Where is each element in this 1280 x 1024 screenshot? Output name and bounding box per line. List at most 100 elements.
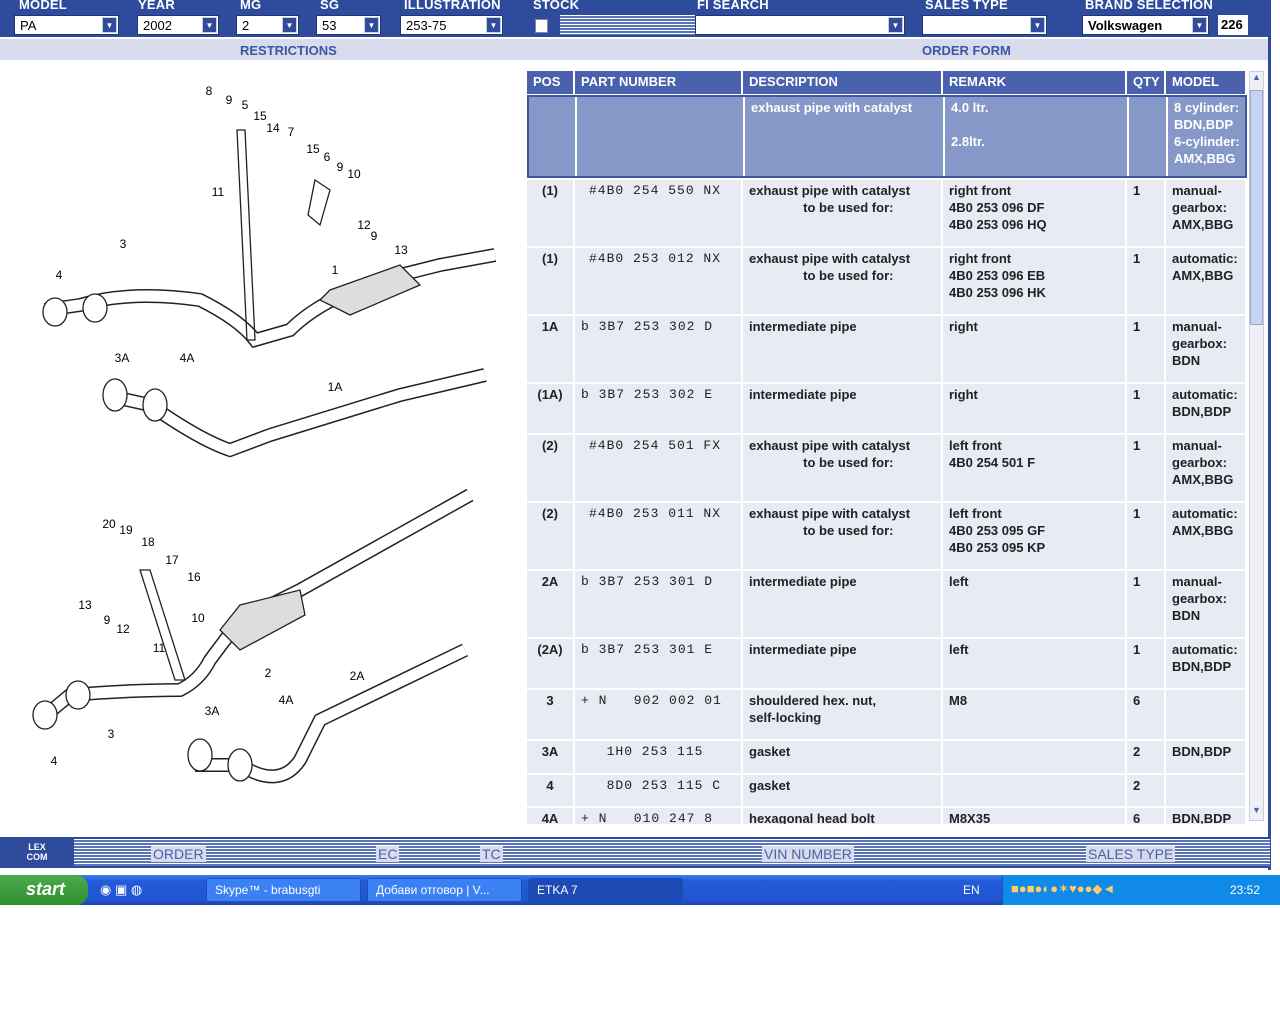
cell-desc: intermediate pipe: [743, 316, 943, 382]
vin-number-button[interactable]: VIN NUMBER: [762, 846, 854, 862]
chevron-down-icon[interactable]: ▼: [282, 17, 297, 33]
chevron-down-icon[interactable]: ▼: [1192, 17, 1207, 33]
year-select[interactable]: 2002▼: [137, 15, 219, 35]
callout-label: 3: [108, 727, 115, 741]
cell-part: b 3B7 253 302 D: [575, 316, 743, 382]
callout-label: 15: [253, 109, 267, 123]
cell-part: #4B0 253 012 NX: [575, 248, 743, 314]
column-header[interactable]: QTY: [1127, 71, 1164, 94]
cell-pos: 4A: [527, 808, 575, 824]
brand-value: Volkswagen: [1088, 18, 1163, 33]
stock-label: STOCK: [533, 0, 580, 12]
tc-button[interactable]: TC: [480, 846, 503, 862]
scroll-down-icon[interactable]: ▼: [1252, 805, 1261, 815]
quicklaunch-icons[interactable]: ◉ ▣ ◍: [100, 882, 143, 897]
cell-remark: [943, 741, 1127, 773]
cell-qty: 2: [1127, 741, 1166, 773]
chevron-down-icon[interactable]: ▼: [888, 17, 903, 33]
cell-pos: (1A): [527, 384, 575, 433]
cell-qty: 1: [1127, 180, 1166, 246]
cell-model: manual- gearbox: AMX,BBG: [1166, 180, 1247, 246]
illustration-select[interactable]: 253-75▼: [400, 15, 503, 35]
column-header[interactable]: REMARK: [943, 71, 1125, 94]
cell-model: manual- gearbox: AMX,BBG: [1166, 435, 1247, 501]
callout-label: 7: [288, 125, 295, 139]
cell-pos: (2): [527, 435, 575, 501]
cell-desc: gasket: [743, 775, 943, 806]
scroll-up-icon[interactable]: ▲: [1252, 72, 1261, 82]
sales-type-button[interactable]: SALES TYPE: [1086, 846, 1176, 862]
cell-qty: 2: [1127, 775, 1166, 806]
task-etka[interactable]: ETKA 7: [528, 878, 683, 902]
callout-label: 6: [324, 150, 331, 164]
callout-label: 10: [347, 167, 361, 181]
stock-checkbox[interactable]: [535, 19, 548, 33]
callout-label: 9: [226, 93, 233, 107]
model-value: PA: [20, 18, 37, 33]
cell-model: [1166, 690, 1247, 739]
start-button[interactable]: start: [0, 875, 88, 905]
order-form-tab[interactable]: ORDER FORM: [922, 43, 1011, 58]
cell-remark: M8: [943, 690, 1127, 739]
cell-part: b 3B7 253 302 E: [575, 384, 743, 433]
callout-label: 1A: [328, 380, 343, 394]
restrictions-tab[interactable]: RESTRICTIONS: [240, 43, 337, 58]
scroll-thumb[interactable]: [1250, 90, 1263, 325]
callout-label: 13: [394, 243, 408, 257]
table-scrollbar[interactable]: ▲ ▼: [1249, 71, 1264, 821]
ec-button[interactable]: EC: [376, 846, 400, 862]
cell-model: [1166, 775, 1247, 806]
fi-search-label: FI SEARCH: [697, 0, 769, 12]
cell-desc: gasket: [743, 741, 943, 773]
model-select[interactable]: PA ▼: [14, 15, 119, 35]
chevron-down-icon[interactable]: ▼: [1030, 17, 1045, 33]
column-header[interactable]: PART NUMBER: [575, 71, 741, 94]
language-indicator[interactable]: EN: [963, 883, 980, 897]
tray-icons[interactable]: ■●■●◐●✶♥●●◆◄: [1011, 881, 1116, 896]
column-header[interactable]: POS: [527, 71, 573, 94]
fi-search-select[interactable]: ▼: [695, 15, 905, 35]
cell-pos: 4: [527, 775, 575, 806]
cell-desc: exhaust pipe with catalyst: [745, 97, 945, 176]
sales-type-select[interactable]: ▼: [922, 15, 1047, 35]
task-skype[interactable]: Skype™ - brabusgti: [206, 878, 361, 902]
cell-part: + N 902 002 01: [575, 690, 743, 739]
cell-qty: [1129, 97, 1168, 176]
brand-select[interactable]: Volkswagen ▼: [1082, 15, 1209, 35]
column-header[interactable]: MODEL: [1166, 71, 1245, 94]
model-label: MODEL: [19, 0, 67, 12]
column-header[interactable]: DESCRIPTION: [743, 71, 941, 94]
cell-desc: hexagonal head bolt: [743, 808, 943, 824]
mg-select[interactable]: 2▼: [236, 15, 299, 35]
task-firefox[interactable]: Добави отговор | V...: [367, 878, 522, 902]
cell-pos: 2A: [527, 571, 575, 637]
cell-remark: right: [943, 384, 1127, 433]
cell-pos: (2): [527, 503, 575, 569]
chevron-down-icon[interactable]: ▼: [364, 17, 379, 33]
task-label: ETKA 7: [537, 883, 578, 897]
chevron-down-icon[interactable]: ▼: [486, 17, 501, 33]
cell-model: BDN,BDP: [1166, 808, 1247, 824]
chevron-down-icon[interactable]: ▼: [202, 17, 217, 33]
cell-remark: left: [943, 639, 1127, 688]
chevron-down-icon[interactable]: ▼: [102, 17, 117, 33]
order-button[interactable]: ORDER: [151, 846, 206, 862]
cell-remark: 4.0 ltr. 2.8ltr.: [945, 97, 1129, 176]
section-bar: RESTRICTIONS ORDER FORM: [0, 37, 1270, 60]
callout-label: 12: [116, 622, 130, 636]
sg-select[interactable]: 53▼: [316, 15, 381, 35]
